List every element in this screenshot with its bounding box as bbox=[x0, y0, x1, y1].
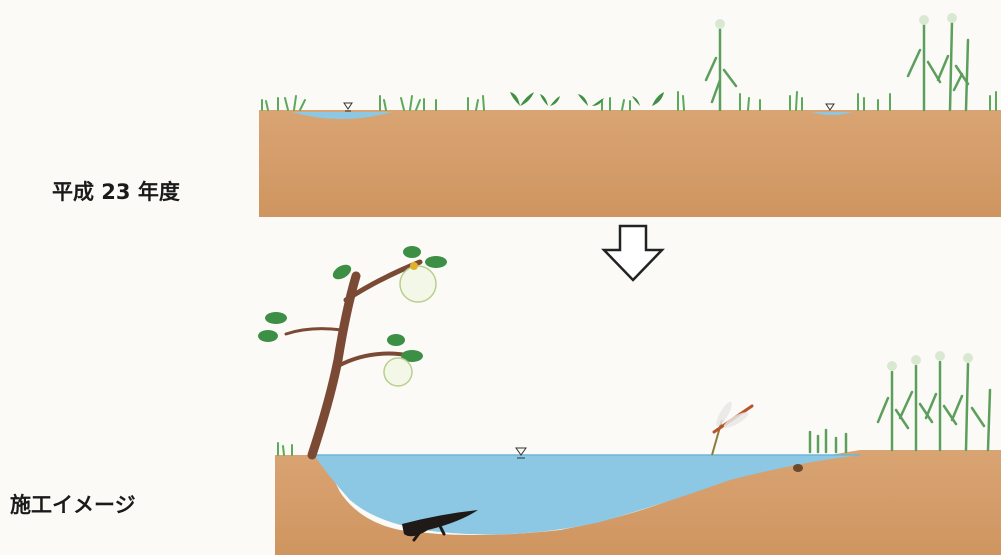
tall-reeds-before bbox=[706, 22, 968, 110]
tall-reeds-after bbox=[810, 362, 990, 452]
down-arrow bbox=[604, 226, 662, 280]
reed-flowers-after bbox=[887, 351, 973, 371]
panel-after bbox=[258, 246, 1001, 555]
water-level-mark-left bbox=[344, 103, 352, 111]
grass-row-before bbox=[262, 92, 996, 110]
panel-before bbox=[259, 13, 1001, 217]
soil-block-before bbox=[259, 110, 1001, 217]
reed-flowers-before bbox=[715, 13, 957, 29]
small-creature bbox=[793, 464, 803, 472]
seedlings-before bbox=[510, 92, 664, 106]
dragonfly bbox=[712, 400, 752, 455]
grass-left-after bbox=[278, 443, 292, 455]
tree bbox=[258, 246, 447, 455]
water-level-mark-right bbox=[826, 104, 834, 110]
